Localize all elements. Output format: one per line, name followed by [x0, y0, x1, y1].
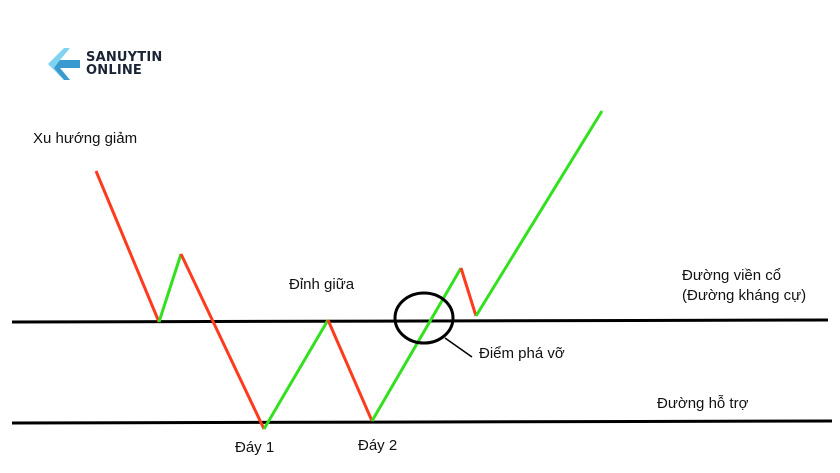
neckline-label-line2: (Đường kháng cự) [682, 287, 807, 304]
segment-down [459, 267, 478, 317]
arrow-logo-icon [48, 48, 80, 80]
downtrend-label: Xu hướng giảm [33, 130, 138, 147]
neckline-line [11, 318, 829, 324]
segment-down [94, 170, 161, 323]
brand-line2: ONLINE [86, 63, 143, 78]
breakout-circle [393, 291, 455, 345]
segment-up [370, 267, 463, 422]
breakout-point-label: Điểm phá vỡ [479, 345, 565, 362]
bottom1-label: Đáy 1 [235, 439, 275, 456]
neckline-label-line1: Đường viền cổ [682, 267, 782, 284]
brand-line1: SANUYTIN [86, 50, 163, 65]
support-line-label: Đường hỗ trợ [657, 395, 749, 412]
brand-logo: SANUYTIN ONLINE [46, 46, 162, 82]
breakout-pointer [444, 337, 473, 358]
segment-down [326, 319, 374, 422]
segment-down [179, 253, 266, 430]
middle-peak-label: Đỉnh giữa [289, 276, 355, 293]
support-line [11, 419, 833, 425]
bottom2-label: Đáy 2 [358, 437, 398, 454]
segment-up [474, 110, 604, 317]
segment-up [262, 319, 330, 430]
segment-up [157, 253, 183, 323]
brand-name: SANUYTIN ONLINE [86, 51, 162, 77]
